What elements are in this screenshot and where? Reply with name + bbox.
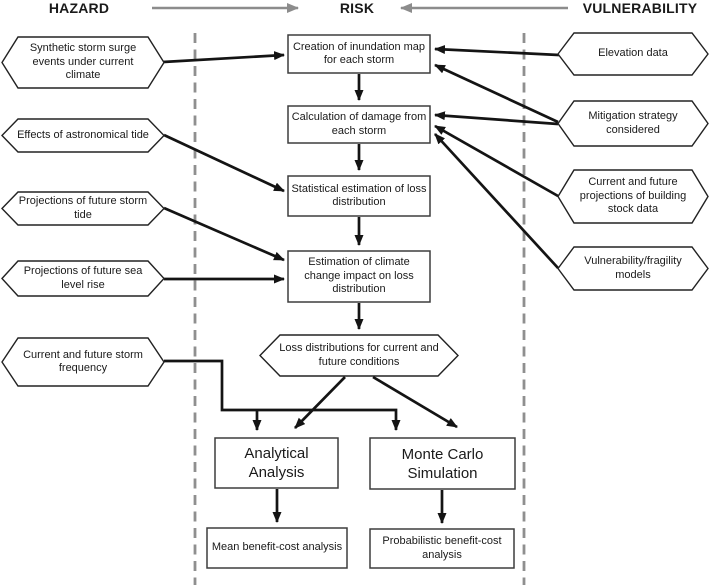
box-analytical-analysis-shape: [214, 437, 339, 489]
node-fragility-models: Vulnerability/fragility models: [584, 255, 682, 281]
node-future-sea-level-rise: Projections of future sea level rise: [23, 265, 143, 291]
box-damage-calculation-shape: [287, 105, 431, 144]
node-mean-benefit-cost: Mean benefit-cost analysis: [211, 541, 343, 554]
hex-fragility-models-shape: [557, 246, 709, 291]
node-future-storm-tide: Projections of future storm tide: [18, 195, 148, 221]
hex-synthetic-storm-shape: [1, 36, 165, 89]
box-inundation-map-shape: [287, 34, 431, 74]
arrow-stormtide-to-climate: [163, 206, 285, 262]
node-storm-frequency: Current and future storm frequency: [23, 348, 143, 375]
node-analytical-analysis: Analytical Analysis: [244, 445, 309, 481]
hex-loss-distributions-shape: [259, 334, 459, 377]
arrow-elevation-to-inundation: [434, 44, 560, 57]
hexagon-nodes: [1, 32, 709, 387]
process-boxes: [206, 34, 516, 569]
arrow-lossdist-to-montecarlo: [372, 375, 458, 429]
arrow-tide-to-statistical: [163, 133, 285, 193]
arrow-buildingstock-to-damage: [434, 124, 559, 198]
risk-header: RISK: [339, 0, 375, 16]
vulnerability-header: VULNERABILITY: [582, 0, 698, 16]
hex-mitigation-strategy-shape: [557, 100, 709, 147]
arrow-frequency-to-montecarlo: [164, 359, 401, 431]
flow-arrows: [162, 44, 560, 524]
node-loss-distributions: Loss distributions for current and futur…: [279, 342, 439, 368]
arrow-mitigation-to-damage: [434, 111, 559, 126]
node-building-stock: Current and future projections of buildi…: [579, 176, 687, 216]
node-elevation-data: Elevation data: [598, 47, 668, 60]
arrow-mitigation-to-inundation: [434, 63, 559, 124]
node-damage-calculation: Calculation of damage from each storm: [291, 111, 427, 137]
node-inundation-map: Creation of inundation map for each stor…: [292, 40, 426, 67]
hex-future-storm-tide-shape: [1, 191, 165, 226]
node-climate-change-impact: Estimation of climate change impact on l…: [304, 256, 414, 296]
node-mitigation-strategy: Mitigation strategy considered: [588, 110, 678, 136]
node-probabilistic-benefit-cost: Probabilistic benefit-cost analysis: [382, 535, 502, 561]
column-dividers: [193, 33, 526, 585]
hex-astronomical-tide-shape: [1, 118, 165, 153]
arrow-synthetic-to-inundation: [162, 51, 285, 64]
hazard-header: HAZARD: [48, 0, 110, 16]
hex-storm-frequency-shape: [1, 337, 165, 387]
hex-building-stock-shape: [557, 169, 709, 224]
arrow-fragility-to-damage: [434, 133, 559, 269]
hex-elevation-data-shape: [557, 32, 709, 76]
node-astronomical-tide: Effects of astronomical tide: [17, 128, 149, 141]
arrow-lossdist-to-analytical: [294, 376, 346, 429]
node-synthetic-storm-surge: Synthetic storm surge events under curre…: [29, 42, 137, 82]
box-probabilistic-benefit-cost-shape: [369, 528, 515, 569]
box-climate-change-impact-shape: [287, 250, 431, 303]
hex-sea-level-rise-shape: [1, 260, 165, 297]
box-statistical-estimation-shape: [287, 175, 431, 217]
node-monte-carlo-simulation: Monte Carlo Simulation: [401, 445, 484, 482]
box-monte-carlo-shape: [369, 437, 516, 490]
box-mean-benefit-cost-shape: [206, 527, 348, 569]
node-statistical-estimation: Statistical estimation of loss distribut…: [291, 182, 427, 209]
